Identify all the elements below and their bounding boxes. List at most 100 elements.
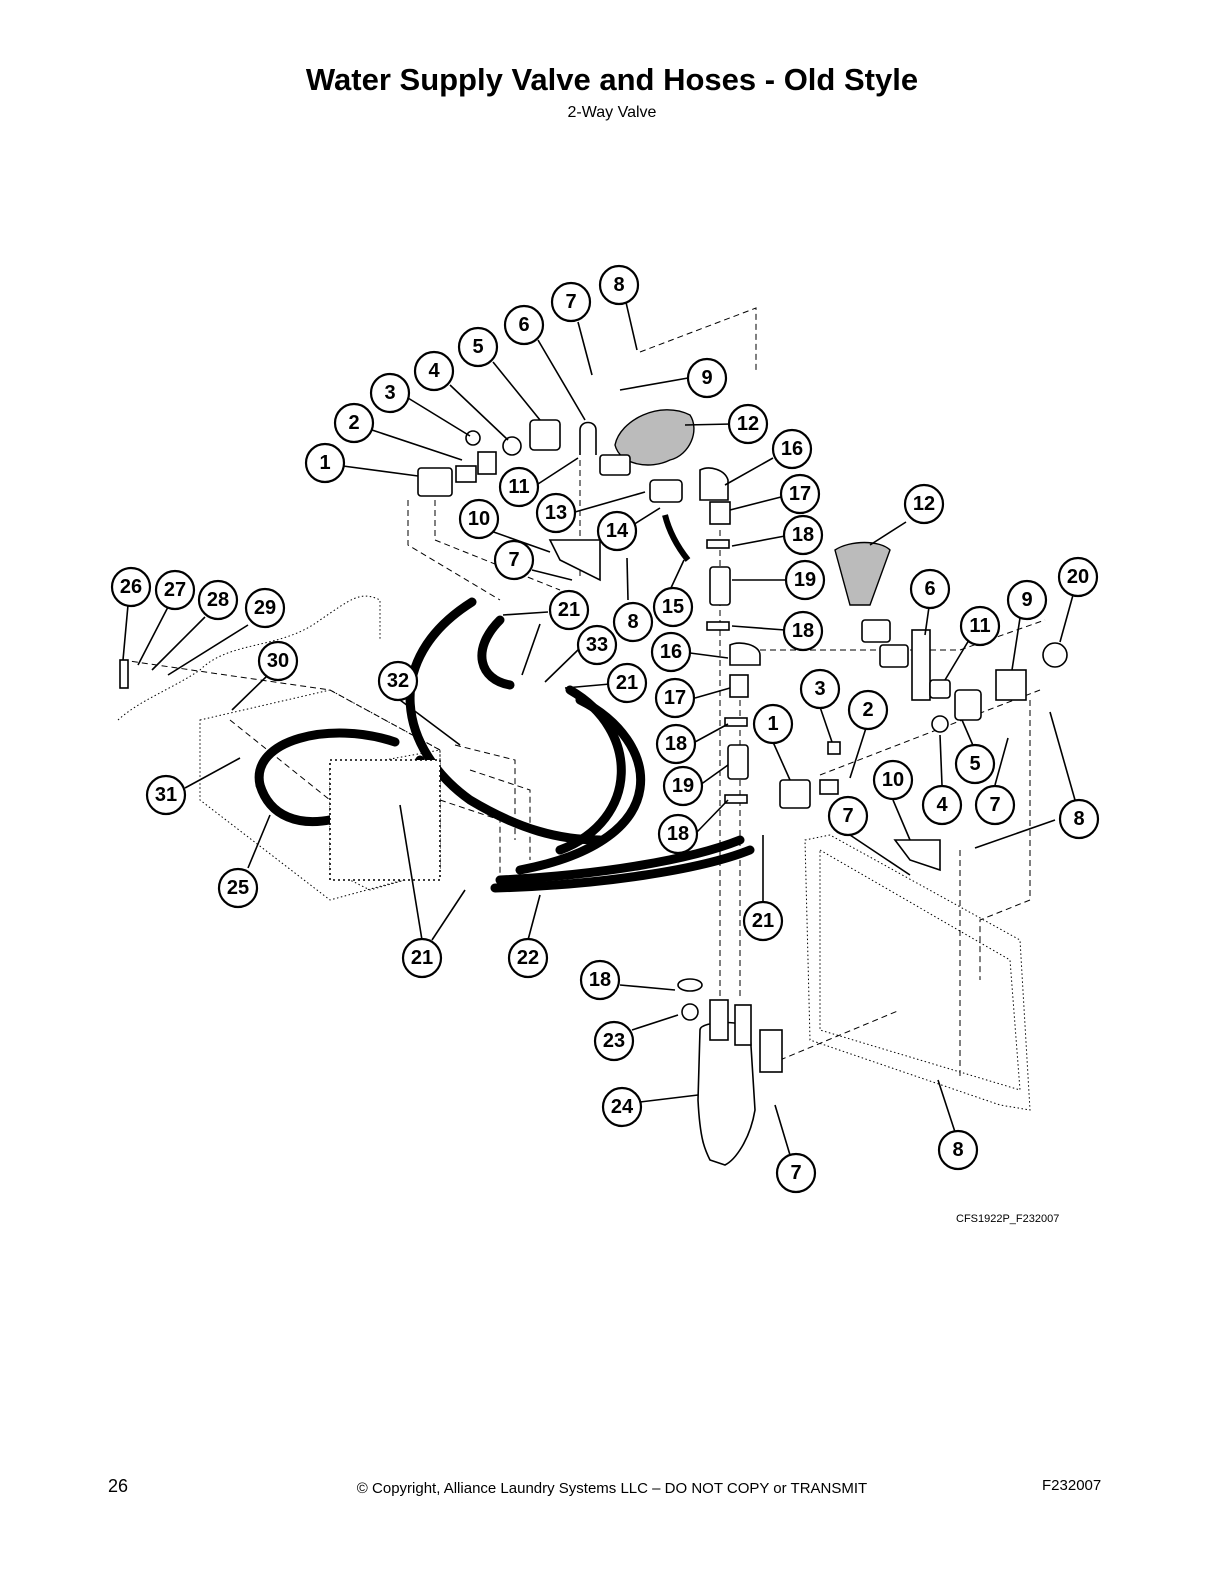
callout-4: 4 <box>413 350 455 392</box>
svg-text:9: 9 <box>701 367 712 389</box>
callout-7: 7 <box>493 539 535 581</box>
callout-30: 30 <box>257 640 299 682</box>
svg-text:19: 19 <box>794 569 816 591</box>
callout-22: 22 <box>507 937 549 979</box>
svg-text:5: 5 <box>969 753 980 775</box>
callout-12: 12 <box>727 403 769 445</box>
callout-11: 11 <box>498 466 540 508</box>
callout-7: 7 <box>974 784 1016 826</box>
callout-4: 4 <box>921 784 963 826</box>
svg-text:17: 17 <box>789 483 811 505</box>
callout-8: 8 <box>1058 798 1100 840</box>
callout-16: 16 <box>771 428 813 470</box>
callout-18: 18 <box>655 723 697 765</box>
callout-8: 8 <box>612 601 654 643</box>
svg-text:8: 8 <box>1073 808 1084 830</box>
svg-text:29: 29 <box>254 597 276 619</box>
callout-7: 7 <box>775 1152 817 1194</box>
parts <box>119 409 1068 1166</box>
svg-text:20: 20 <box>1067 566 1089 588</box>
page-title: Water Supply Valve and Hoses - Old Style <box>305 62 919 97</box>
callout-24: 24 <box>601 1086 643 1128</box>
document-code: F232007 <box>1042 1477 1102 1494</box>
callout-7: 7 <box>827 795 869 837</box>
callout-14: 14 <box>596 510 638 552</box>
svg-text:18: 18 <box>665 733 687 755</box>
svg-text:7: 7 <box>565 291 576 313</box>
callout-26: 26 <box>110 566 152 608</box>
callouts: 1 2 3 4 5 6 7 8 9 12 11 16 17 13 12 10 1… <box>110 264 1100 1194</box>
svg-text:31: 31 <box>155 784 177 806</box>
callout-3: 3 <box>799 668 841 710</box>
svg-text:18: 18 <box>792 620 814 642</box>
svg-text:2: 2 <box>348 412 359 434</box>
svg-text:7: 7 <box>790 1162 801 1184</box>
svg-text:8: 8 <box>627 611 638 633</box>
callout-8: 8 <box>598 264 640 306</box>
callout-1: 1 <box>752 703 794 745</box>
callout-28: 28 <box>197 579 239 621</box>
svg-text:7: 7 <box>508 549 519 571</box>
svg-text:19: 19 <box>672 775 694 797</box>
svg-text:18: 18 <box>667 823 689 845</box>
svg-text:14: 14 <box>606 520 629 542</box>
svg-text:1: 1 <box>319 452 330 474</box>
callout-18: 18 <box>657 813 699 855</box>
callout-21: 21 <box>742 900 784 942</box>
svg-text:6: 6 <box>518 314 529 336</box>
callout-16: 16 <box>650 631 692 673</box>
svg-text:32: 32 <box>387 670 409 692</box>
svg-text:12: 12 <box>737 413 759 435</box>
callout-19: 19 <box>662 765 704 807</box>
callout-2: 2 <box>847 689 889 731</box>
svg-text:25: 25 <box>227 877 249 899</box>
svg-text:3: 3 <box>814 678 825 700</box>
callout-7: 7 <box>550 281 592 323</box>
hoses <box>254 514 755 893</box>
svg-text:11: 11 <box>969 615 990 637</box>
svg-text:15: 15 <box>662 596 684 618</box>
copyright-notice: © Copyright, Alliance Laundry Systems LL… <box>356 1480 868 1497</box>
svg-text:12: 12 <box>913 493 935 515</box>
svg-text:18: 18 <box>792 524 814 546</box>
callout-5: 5 <box>954 743 996 785</box>
leader-lines <box>122 297 1076 1156</box>
callout-3: 3 <box>369 372 411 414</box>
callout-27: 27 <box>154 569 196 611</box>
svg-text:3: 3 <box>384 382 395 404</box>
svg-text:4: 4 <box>936 794 948 816</box>
callout-9: 9 <box>686 357 728 399</box>
callout-18: 18 <box>782 514 824 556</box>
callout-21: 21 <box>548 589 590 631</box>
svg-text:9: 9 <box>1021 589 1032 611</box>
callout-6: 6 <box>503 304 545 346</box>
svg-text:21: 21 <box>558 599 580 621</box>
callout-1: 1 <box>304 442 346 484</box>
svg-text:21: 21 <box>616 672 638 694</box>
callout-29: 29 <box>244 587 286 629</box>
page-number: 26 <box>108 1476 129 1496</box>
svg-text:8: 8 <box>613 274 624 296</box>
svg-text:4: 4 <box>428 360 440 382</box>
callout-6: 6 <box>909 568 951 610</box>
svg-text:10: 10 <box>882 769 904 791</box>
svg-text:21: 21 <box>752 910 774 932</box>
svg-text:18: 18 <box>589 969 611 991</box>
svg-text:26: 26 <box>120 576 142 598</box>
svg-text:2: 2 <box>862 699 873 721</box>
callout-17: 17 <box>779 473 821 515</box>
callout-21: 21 <box>401 937 443 979</box>
svg-text:27: 27 <box>164 579 186 601</box>
svg-text:16: 16 <box>660 641 682 663</box>
callout-11: 11 <box>959 605 1001 647</box>
page-subtitle: 2-Way Valve <box>567 104 657 121</box>
callout-19: 19 <box>784 559 826 601</box>
callout-15: 15 <box>652 586 694 628</box>
svg-text:13: 13 <box>545 502 567 524</box>
callout-17: 17 <box>654 677 696 719</box>
svg-text:28: 28 <box>207 589 229 611</box>
callout-33: 33 <box>576 624 618 666</box>
svg-text:5: 5 <box>472 336 483 358</box>
callout-18: 18 <box>579 959 621 1001</box>
callout-2: 2 <box>333 402 375 444</box>
